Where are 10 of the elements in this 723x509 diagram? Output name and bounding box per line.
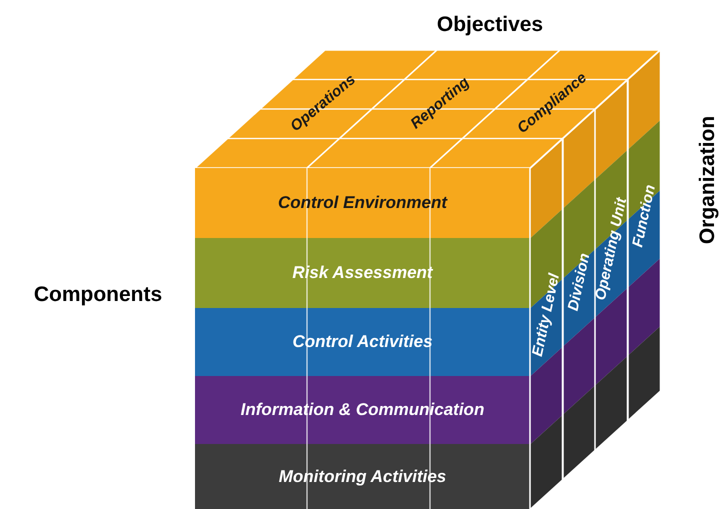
slab-label: Entity Level bbox=[529, 272, 564, 358]
slab-label: Division bbox=[564, 252, 594, 312]
cube-front-band bbox=[195, 238, 530, 308]
axis-title: Objectives bbox=[436, 13, 544, 37]
slab-label: Function bbox=[628, 183, 659, 249]
axis-title: Components bbox=[34, 283, 162, 307]
axis-title: Organization bbox=[696, 116, 720, 244]
cube-front-band bbox=[195, 308, 530, 376]
cube-front-band bbox=[195, 168, 530, 238]
cube-front-band bbox=[195, 444, 530, 509]
